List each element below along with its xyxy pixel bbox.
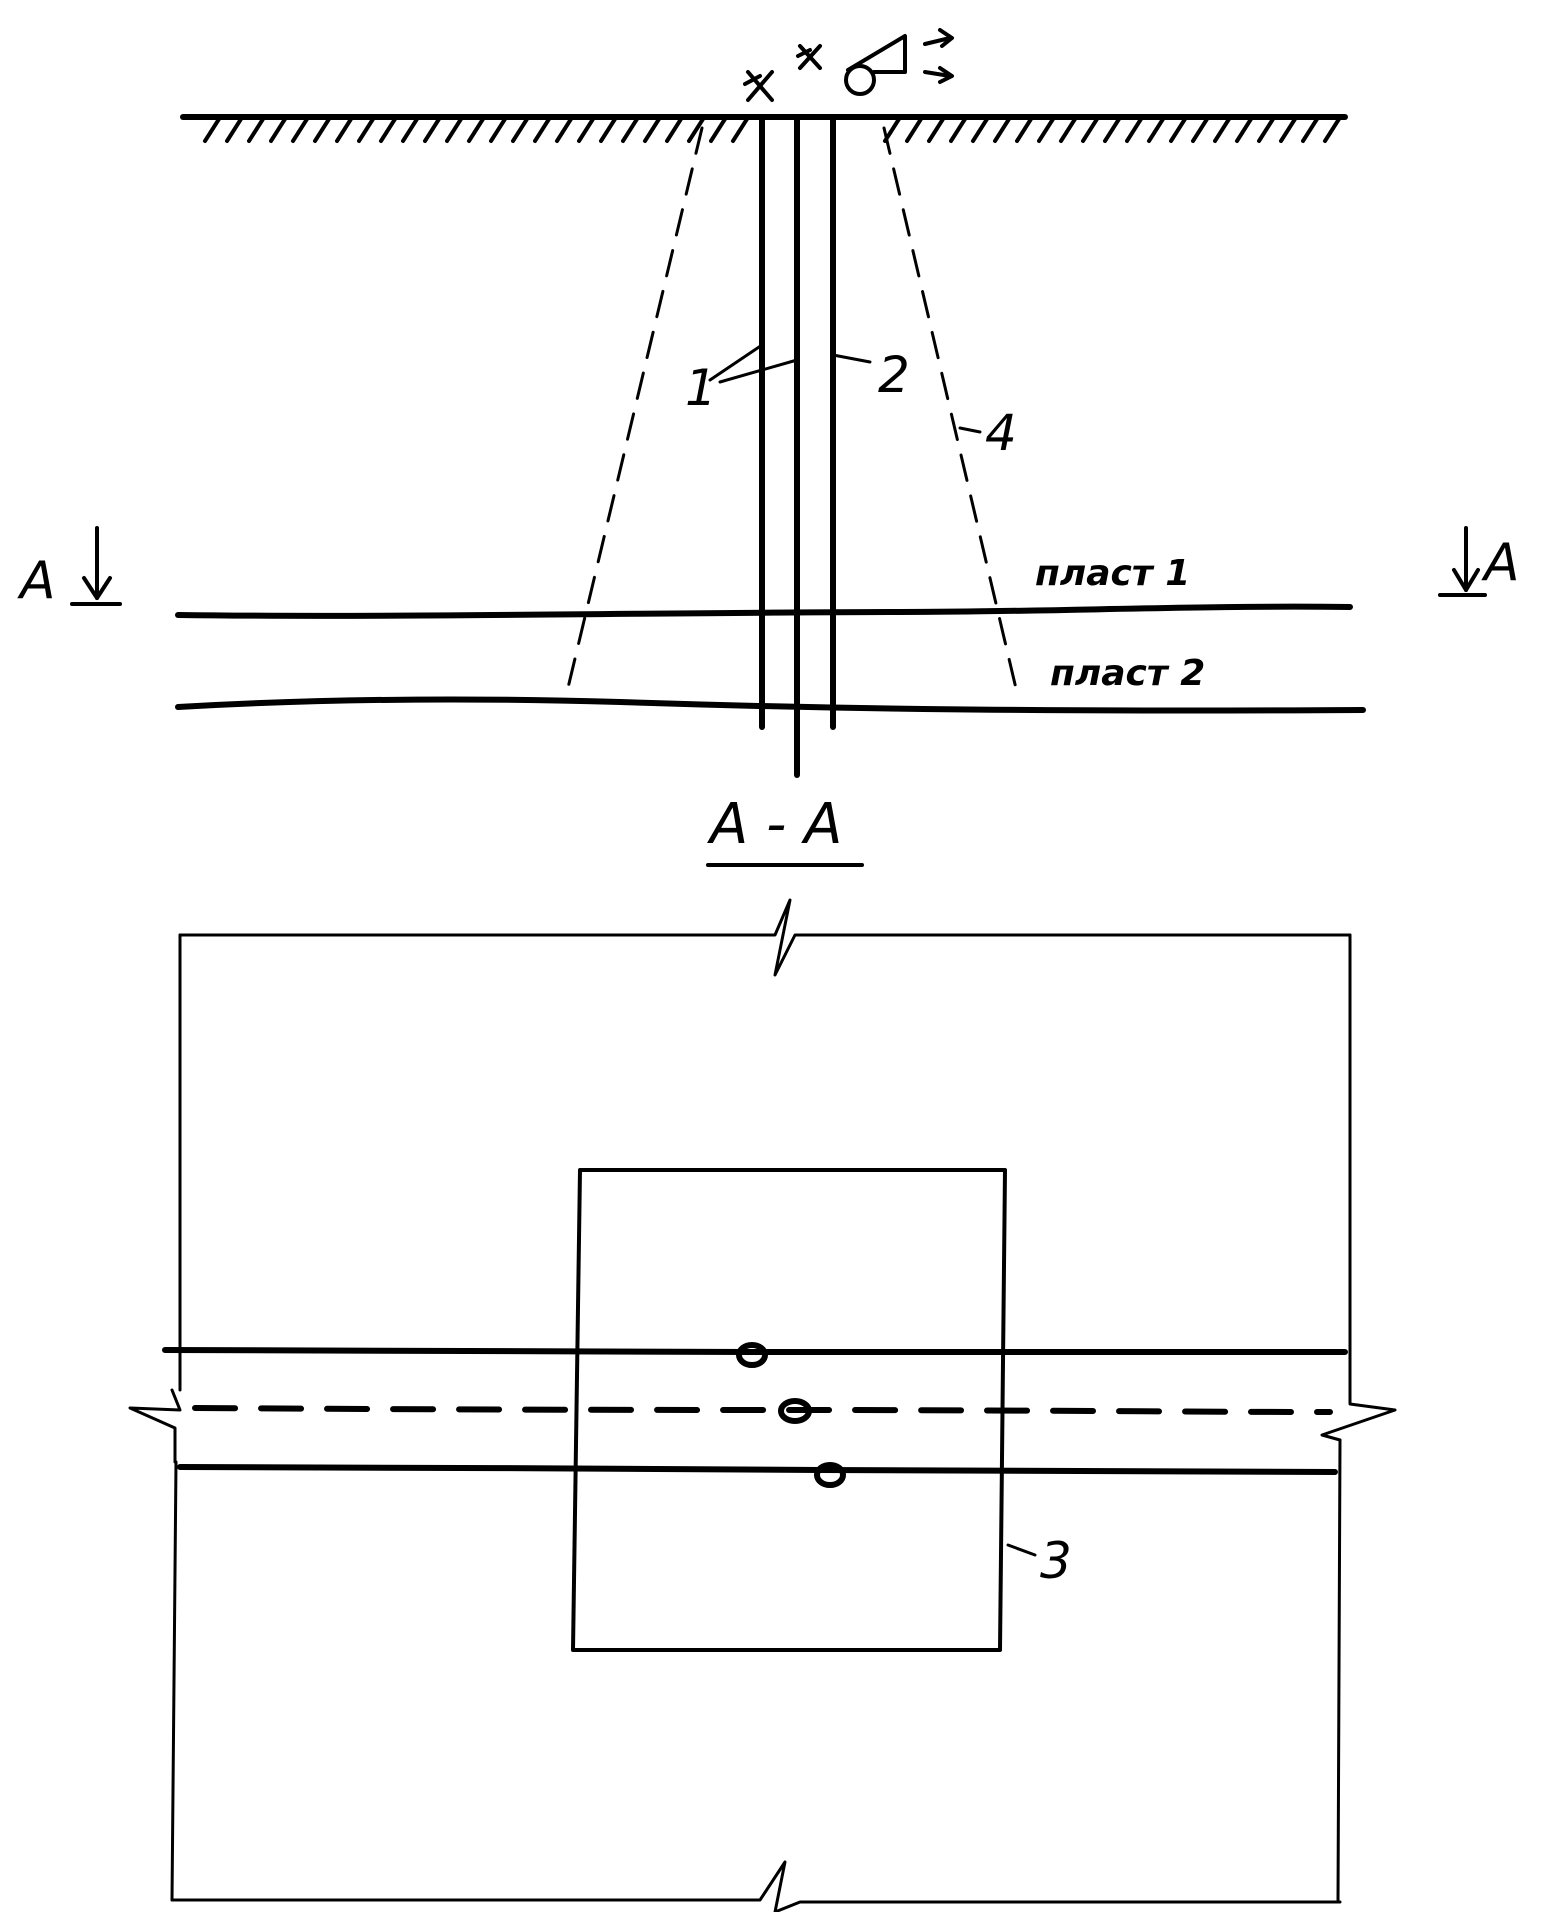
- label-4: 4: [985, 404, 1017, 462]
- ground-hatch: [1059, 117, 1077, 143]
- ground-hatch: [423, 117, 441, 143]
- ground-hatch: [1235, 117, 1253, 143]
- ground-hatch: [445, 117, 463, 143]
- ground-hatch: [401, 117, 419, 143]
- ground-hatch: [599, 117, 617, 143]
- ground-hatch: [1147, 117, 1165, 143]
- ground-hatch: [1081, 117, 1099, 143]
- ground-hatch: [927, 117, 945, 143]
- ground-hatch: [731, 117, 749, 143]
- hammer-pick-icon: [743, 44, 822, 102]
- well-hole-central: [778, 1398, 812, 1424]
- ground-hatch: [621, 117, 639, 143]
- ground-hatch: [1103, 117, 1121, 143]
- ground-hatch: [665, 117, 683, 143]
- ground-hatch: [467, 117, 485, 143]
- ground-hatch: [1213, 117, 1231, 143]
- wellbores: [759, 114, 836, 778]
- ground-hatch: [1257, 117, 1275, 143]
- ground-hatch: [687, 117, 705, 143]
- ground-hatch: [335, 117, 353, 143]
- ground-hatch: [1125, 117, 1143, 143]
- layer-2-line: [175, 696, 1366, 714]
- ground-hatch: [203, 117, 221, 143]
- section-title: A - A: [706, 792, 864, 867]
- label-1: 1: [685, 359, 717, 417]
- ground-hatch: [269, 117, 287, 143]
- influence-zone: [565, 126, 1020, 699]
- ground-hatch: [1323, 117, 1341, 143]
- ground-hatch: [905, 117, 923, 143]
- plan-layer-dashed: [192, 1405, 1333, 1415]
- svg-text:A: A: [17, 551, 56, 611]
- svg-text:A: A: [1481, 533, 1520, 593]
- svg-text:A - A: A - A: [707, 792, 842, 857]
- ground-hatch: [489, 117, 507, 143]
- label-3: 3: [1040, 1532, 1072, 1590]
- plan-view: 3: [128, 898, 1397, 1912]
- well-hole-2: [814, 1462, 846, 1488]
- plan-layer-upper: [162, 1347, 1348, 1356]
- ground-hatch: [643, 117, 661, 143]
- ground-hatch: [1169, 117, 1187, 143]
- ground-hatch: [511, 117, 529, 143]
- section-marker-right: A: [1438, 526, 1520, 597]
- ground-hatch: [1191, 117, 1209, 143]
- ground-hatch: [1301, 117, 1319, 143]
- ground-hatch: [971, 117, 989, 143]
- ground-hatch: [1015, 117, 1033, 143]
- ground-hatch: [225, 117, 243, 143]
- ground-hatch: [949, 117, 967, 143]
- well-holes: [736, 1342, 846, 1488]
- section-marker-left: A: [17, 526, 122, 611]
- ground-hatch: [709, 117, 727, 143]
- ground-hatch: [555, 117, 573, 143]
- plan-layer-lower: [177, 1464, 1338, 1476]
- vertical-section: 1 2 4 пласт 1 пласт 2 A A: [17, 28, 1520, 778]
- ground-hatch: [993, 117, 1011, 143]
- ground-hatch: [533, 117, 551, 143]
- ground-hatch: [379, 117, 397, 143]
- ground-hatch: [577, 117, 595, 143]
- ground-hatch: [357, 117, 375, 143]
- ground-hatch: [1279, 117, 1297, 143]
- well-hole-1: [736, 1342, 768, 1368]
- ground-hatch: [247, 117, 265, 143]
- layer-1-label: пласт 1: [1035, 553, 1190, 594]
- outer-frame: [128, 898, 1397, 1912]
- layer-2-label: пласт 2: [1050, 653, 1205, 694]
- layer-1-line: [175, 603, 1353, 619]
- label-2: 2: [878, 346, 910, 404]
- leaders: [708, 343, 982, 434]
- ground-hatch: [291, 117, 309, 143]
- ground-hatch: [1037, 117, 1055, 143]
- block-3: 3: [571, 1168, 1072, 1652]
- rig-icon: [844, 28, 954, 96]
- ground-hatch: [313, 117, 331, 143]
